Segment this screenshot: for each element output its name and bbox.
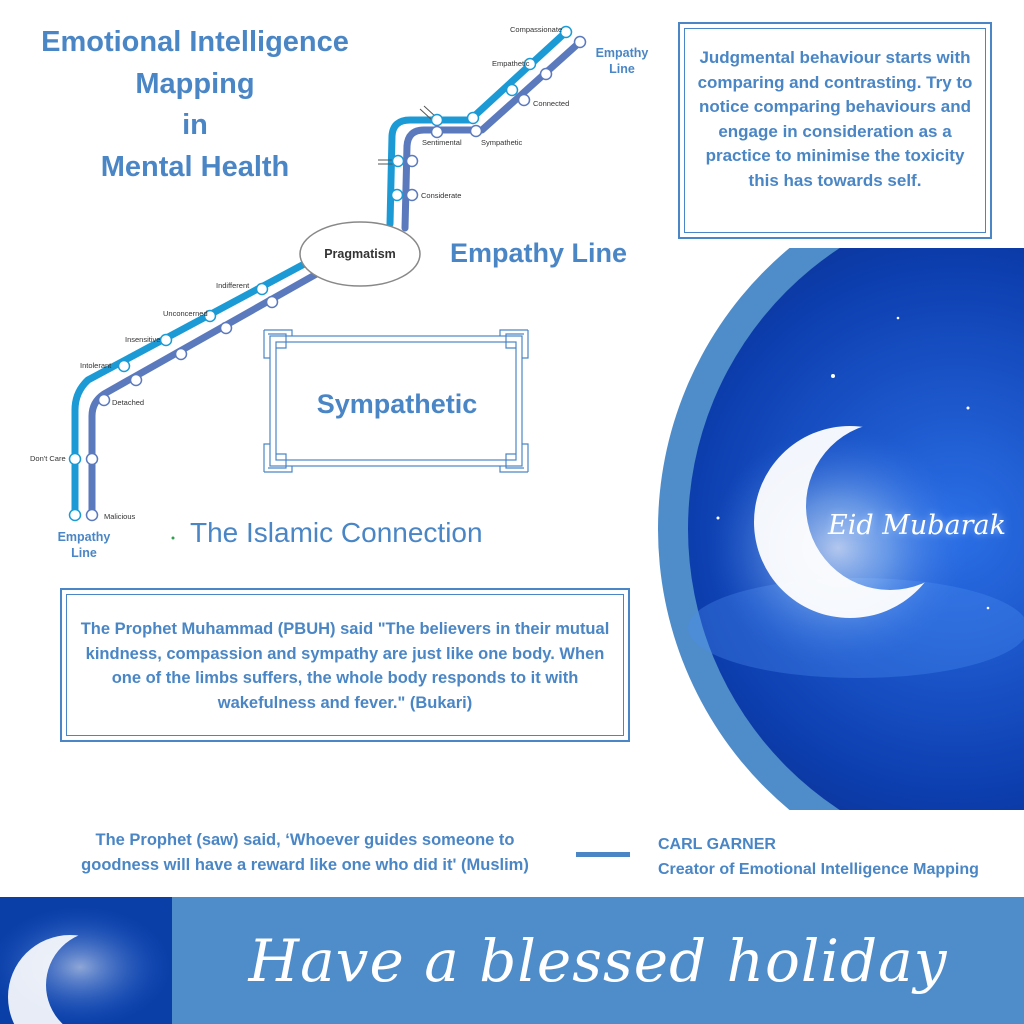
station-dot (505, 83, 519, 97)
footer-quote-line-1: The Prophet (saw) said, ‘Whoever guides … (95, 831, 515, 849)
station-dot (68, 508, 82, 522)
sympathetic-frame (263, 329, 529, 473)
footer-quote: The Prophet (saw) said, ‘Whoever guides … (40, 828, 570, 878)
author-block: CARL GARNER Creator of Emotional Intelli… (658, 832, 979, 882)
station-dot (203, 309, 217, 323)
line-label-top-1: Empathy (596, 46, 649, 60)
station-dot (117, 359, 131, 373)
banner-moon-thumbnail (0, 897, 172, 1024)
title-line-2: Mapping (135, 67, 255, 100)
station-label-insensitive: Insensitive (125, 335, 160, 344)
title-line-3: in (182, 109, 208, 141)
station-label-sentimental: Sentimental (422, 138, 462, 147)
judgment-note-text: Judgmental behaviour starts with compari… (697, 48, 973, 190)
banner-greeting: Have a blessed holiday (248, 926, 948, 995)
station-dot (469, 124, 483, 138)
judgment-note-box: Judgmental behaviour starts with compari… (678, 22, 992, 239)
station-dot (517, 93, 531, 107)
station-dot (85, 508, 99, 522)
moon-artwork (658, 248, 1024, 810)
star-icon (896, 316, 900, 320)
title-line-4: Mental Health (100, 150, 290, 183)
title-line-1: Emotional Intelligence (41, 26, 349, 58)
station-dot (391, 154, 405, 168)
eid-moon-illustration (658, 248, 1024, 810)
station-dot (430, 125, 444, 139)
station-label-detached: Detached (112, 398, 144, 407)
station-dot (390, 188, 404, 202)
bullet-dot (171, 536, 175, 540)
line-label-bottom-2: Line (71, 546, 97, 560)
station-dot (68, 452, 82, 466)
star-icon (966, 406, 970, 410)
author-role: Creator of Emotional Intelligence Mappin… (658, 861, 979, 878)
star-icon (716, 516, 720, 520)
line-label-top-2: Line (609, 62, 635, 76)
station-dot (159, 333, 173, 347)
station-label-unconcerned: Unconcerned (163, 309, 208, 318)
station-dot (255, 282, 269, 296)
eid-mubarak-greeting: Eid Mubarak (828, 510, 1006, 541)
sympathetic-label: Sympathetic (317, 389, 478, 419)
page-title: Emotional Intelligence Mapping in Mental… (10, 22, 380, 188)
station-label-considerate: Considerate (421, 191, 461, 200)
station-dot (539, 67, 553, 81)
station-label-connected: Connected (533, 99, 569, 108)
empathy-line-heading: Empathy Line (450, 238, 628, 268)
station-dot (174, 347, 188, 361)
station-dot (85, 452, 99, 466)
hadith-box: The Prophet Muhammad (PBUH) said "The be… (60, 588, 630, 742)
hub-label: Pragmatism (324, 247, 396, 261)
station-dot (405, 188, 419, 202)
star-icon (986, 606, 990, 610)
station-label-indifferent: Indifferent (216, 281, 250, 290)
station-label-malicious: Malicious (104, 512, 136, 521)
hadith-text: The Prophet Muhammad (PBUH) said "The be… (80, 620, 610, 712)
station-dot (559, 25, 573, 39)
station-dot (97, 393, 111, 407)
divider-dash (576, 852, 630, 857)
station-dot (405, 154, 419, 168)
station-label-dont-care: Don't Care (30, 454, 66, 463)
station-dot (573, 35, 587, 49)
banner-moon-artwork (0, 897, 172, 1024)
station-dot (430, 113, 444, 127)
author-name: CARL GARNER (658, 836, 776, 853)
station-dot (265, 295, 279, 309)
station-dot (523, 57, 537, 71)
islamic-connection-heading: The Islamic Connection (190, 517, 483, 548)
line-label-bottom-1: Empathy (58, 530, 111, 544)
light-line-track (71, 28, 570, 519)
footer-quote-line-2: goodness will have a reward like one who… (81, 856, 529, 874)
station-label-empathetic: Empathetic (492, 59, 530, 68)
station-label-sympathetic: Sympathetic (481, 138, 523, 147)
banner-crescent-icon (0, 897, 172, 1024)
station-label-intolerant: Intolerant (80, 361, 112, 370)
empathy-line-map: Compassionate Empathetic Connected Senti… (30, 25, 649, 560)
pragmatism-hub (299, 221, 421, 287)
star-icon (831, 374, 835, 378)
station-label-compassionate: Compassionate (510, 25, 562, 34)
station-dot (129, 373, 143, 387)
crescent-moon (658, 248, 1024, 810)
station-dot (466, 111, 480, 125)
station-dot (219, 321, 233, 335)
